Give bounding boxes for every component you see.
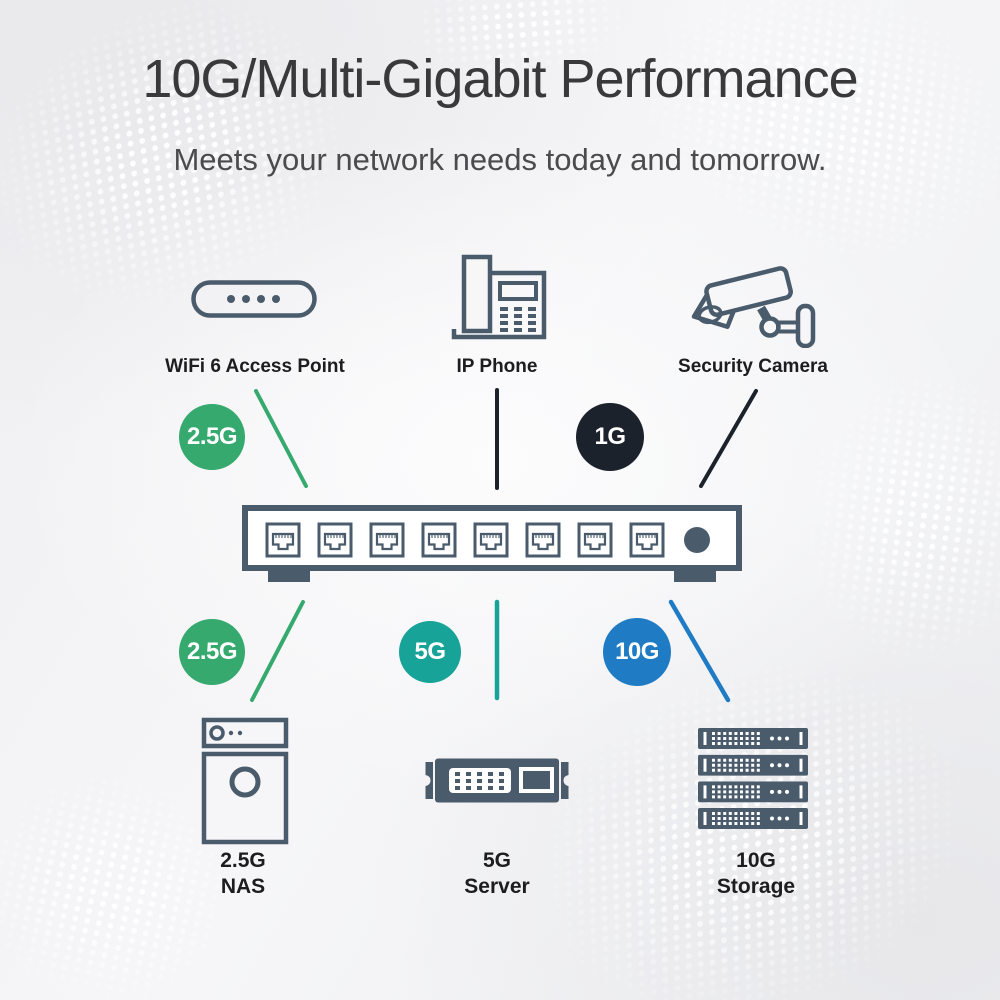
- speed-badge-label: 1G: [594, 423, 626, 450]
- access-point-label: WiFi 6 Access Point: [165, 356, 345, 377]
- ip-phone-icon: [440, 253, 550, 345]
- page-subtitle: Meets your network needs today and tomor…: [173, 142, 827, 177]
- network-switch-icon: [242, 505, 742, 585]
- storage-rack-unit: [698, 728, 808, 749]
- nas-name-label: NAS: [220, 875, 266, 898]
- switch-button: [684, 527, 710, 553]
- storage-icon: [698, 728, 808, 829]
- security-camera-icon: [688, 254, 820, 348]
- speed-badge-label: 10G: [615, 638, 659, 665]
- speed-badge-2-5g-top: 2.5G: [179, 404, 245, 470]
- speed-badge-5g: 5G: [399, 621, 461, 683]
- speed-badge-10g: 10G: [603, 618, 671, 686]
- connection-line-storage: [668, 599, 731, 703]
- switch-foot: [674, 568, 716, 582]
- speed-badge-1g: 1G: [576, 403, 644, 471]
- storage-name-label: Storage: [716, 875, 796, 898]
- ip-phone-label: IP Phone: [456, 356, 538, 377]
- speed-badge-label: 2.5G: [186, 423, 238, 450]
- storage-rack-unit: [698, 808, 808, 829]
- page-title: 10G/Multi-Gigabit Performance: [142, 49, 858, 109]
- connection-line-camera: [699, 389, 758, 488]
- switch-foot: [268, 568, 310, 582]
- server-speed-label: 5G: [482, 849, 511, 872]
- halftone-pattern: [725, 280, 1000, 750]
- storage-rack-unit: [698, 754, 808, 776]
- server-icon: [424, 757, 570, 804]
- storage-speed-label: 10G: [736, 849, 776, 872]
- connection-line-nas: [250, 600, 305, 702]
- speed-badge-label: 2.5G: [186, 638, 238, 665]
- server-label: 5G Server: [377, 848, 617, 900]
- storage-rack-unit: [698, 781, 808, 803]
- nas-speed-label: 2.5G: [220, 849, 266, 872]
- wifi-access-point-icon: [191, 280, 317, 318]
- nas-label: 2.5G NAS: [123, 848, 363, 900]
- nas-icon: [201, 716, 289, 846]
- server-name-label: Server: [464, 875, 530, 898]
- speed-badge-label: 5G: [414, 638, 446, 665]
- connection-line-access-point: [254, 389, 308, 488]
- security-camera-label: Security Camera: [678, 356, 828, 377]
- speed-badge-2-5g-bottom: 2.5G: [179, 619, 245, 685]
- storage-label: 10G Storage: [636, 848, 876, 900]
